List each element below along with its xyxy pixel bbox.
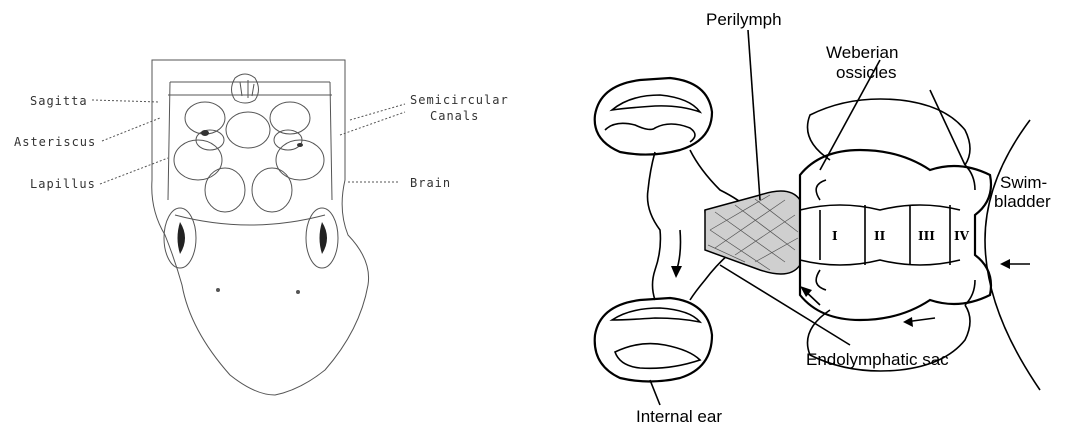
label-asteriscus: Asteriscus (14, 135, 96, 149)
label-canals: Canals (430, 109, 479, 123)
weberian-apparatus-diagram: I II III IV Perilymph Weberian ossicles … (595, 10, 1051, 426)
label-semicircular: Semicircular (410, 93, 509, 107)
fish-head-dorsal-diagram: Sagitta Asteriscus Lapillus Semicircular… (14, 60, 509, 395)
label-internal-ear: Internal ear (636, 407, 722, 426)
label-brain: Brain (410, 176, 451, 190)
label-weberian: Weberian (826, 43, 898, 62)
vertebra-label-4: IV (954, 229, 970, 243)
label-bladder: bladder (994, 192, 1051, 211)
label-sagitta: Sagitta (30, 94, 88, 108)
label-perilymph: Perilymph (706, 10, 782, 29)
label-endolymphatic-sac: Endolymphatic sac (806, 350, 949, 369)
vertebra-label-1: I (832, 229, 838, 243)
label-swim: Swim- (1000, 173, 1047, 192)
label-lapillus: Lapillus (30, 177, 96, 191)
vertebra-label-2: II (874, 229, 886, 243)
label-ossicles: ossicles (836, 63, 896, 82)
vertebra-label-3: III (918, 229, 935, 243)
